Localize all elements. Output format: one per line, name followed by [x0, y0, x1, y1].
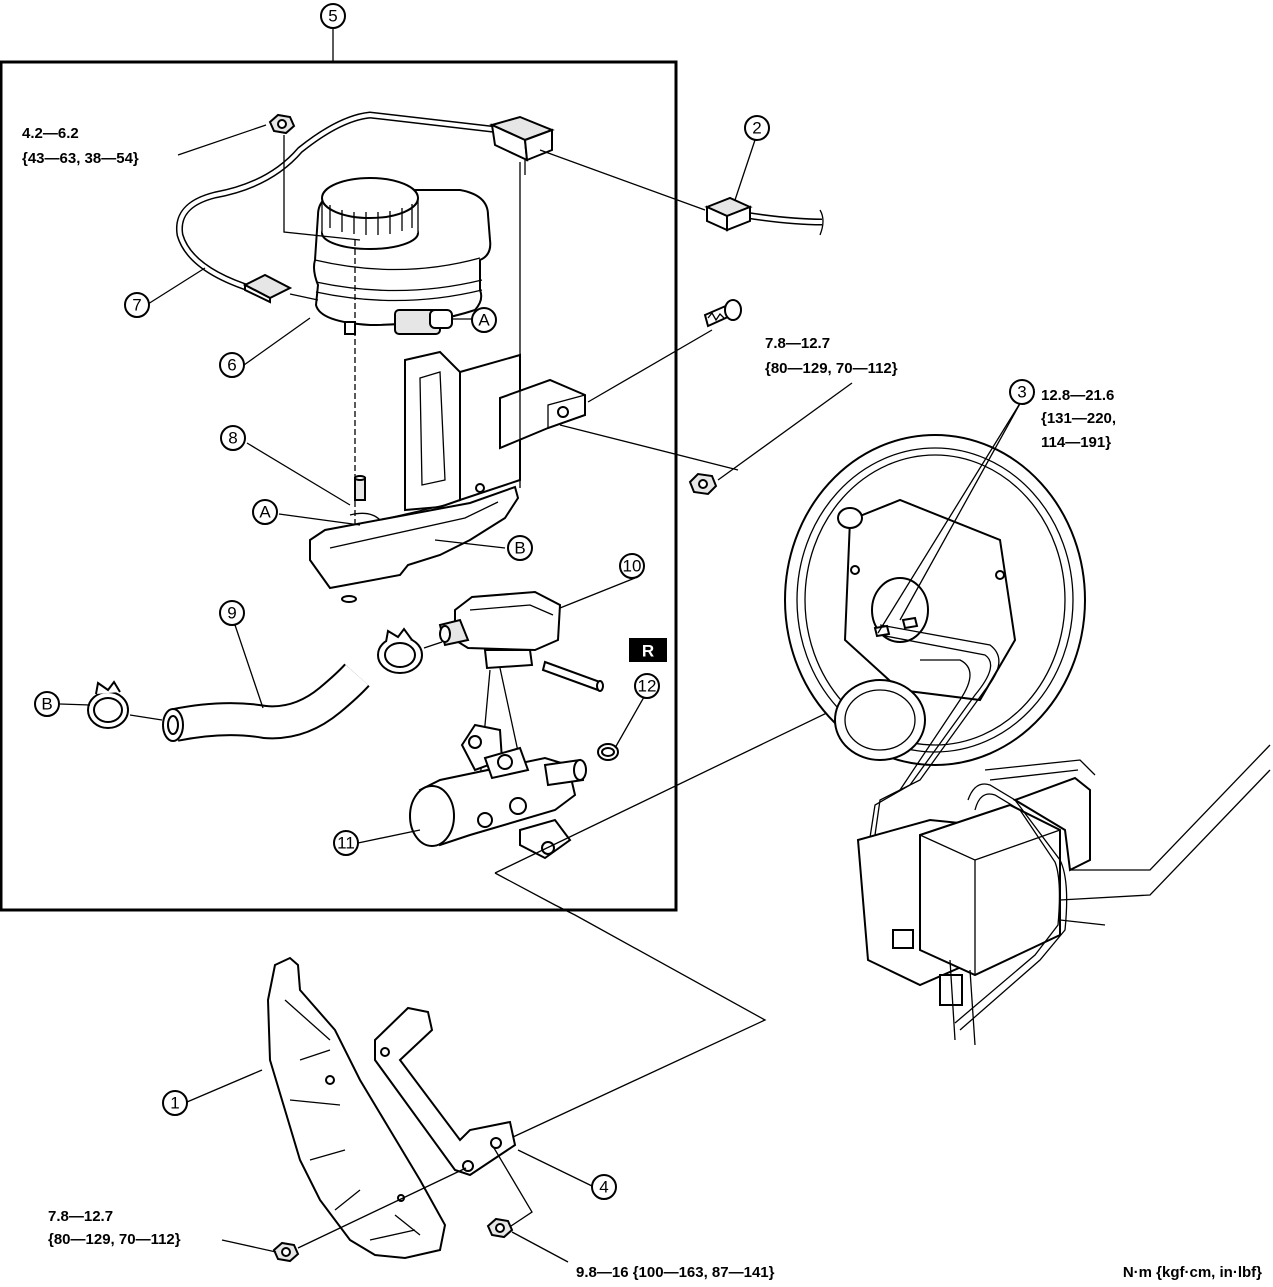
letter-b-bracket: B [507, 535, 533, 561]
bracket-nut [688, 472, 718, 496]
svg-text:B: B [41, 695, 52, 714]
hose-clamp-right [377, 627, 423, 674]
letter-a-bracket: A [252, 499, 278, 525]
callout-5: 5 [320, 3, 346, 29]
torque-cover-line1: 7.8—12.7 [48, 1208, 113, 1225]
svg-text:A: A [478, 311, 490, 330]
reservoir-bracket [309, 350, 586, 590]
torque-mount-line1: 9.8—16 {100—163, 87—141} [576, 1264, 775, 1281]
callout-7: 7 [124, 292, 150, 318]
assembly-frame [0, 60, 678, 912]
abs-hydraulic-unit [856, 744, 1271, 1046]
callout-9: 9 [219, 600, 245, 626]
svg-text:5: 5 [328, 7, 337, 26]
brake-booster [784, 434, 1086, 871]
o-ring [597, 743, 619, 761]
svg-text:7: 7 [132, 296, 141, 315]
callout-2: 2 [744, 115, 770, 141]
callout-8: 8 [220, 425, 246, 451]
master-cylinder [409, 723, 587, 860]
unit-legend: N·m {kgf·cm, in·lbf} [1123, 1264, 1262, 1281]
torque-pipe-line2: {131—220, [1041, 410, 1116, 427]
rhd-badge: R [629, 638, 667, 662]
reservoir-cap [321, 177, 419, 250]
connector-harness [704, 196, 824, 236]
svg-text:1: 1 [170, 1094, 179, 1113]
svg-text:2: 2 [752, 119, 761, 138]
svg-text:12: 12 [638, 677, 657, 696]
svg-text:10: 10 [623, 557, 642, 576]
svg-text:8: 8 [228, 429, 237, 448]
svg-text:B: B [514, 539, 525, 558]
callout-3: 3 [1009, 379, 1035, 405]
sensor-harness [175, 111, 555, 304]
cover-nut [272, 1241, 300, 1263]
torque-nut7-line1: 4.2—6.2 [22, 125, 79, 142]
svg-text:4: 4 [599, 1178, 608, 1197]
callout-11: 11 [333, 830, 359, 856]
torque-cover-line2: {80—129, 70—112} [48, 1231, 181, 1248]
torque-nut7-line2: {43—63, 38—54} [22, 150, 139, 167]
svg-text:A: A [259, 503, 271, 522]
torque-bracket-line1: 7.8—12.7 [765, 335, 830, 352]
reservoir-hose [162, 663, 370, 742]
pressure-sensor [438, 590, 604, 692]
svg-text:R: R [642, 642, 654, 661]
svg-text:9: 9 [227, 604, 236, 623]
torque-pipe-line3: 114—191} [1041, 434, 1111, 451]
svg-text:11: 11 [337, 834, 355, 853]
torque-bracket-line2: {80—129, 70—112} [765, 360, 898, 377]
callout-4: 4 [591, 1174, 617, 1200]
letter-a-reservoir: A [471, 307, 497, 333]
callout-1: 1 [162, 1090, 188, 1116]
svg-text:6: 6 [227, 356, 236, 375]
callout-10: 10 [619, 553, 645, 579]
callout-6: 6 [219, 352, 245, 378]
torque-pipe-line1: 12.8—21.6 [1041, 387, 1114, 404]
hose-clamp-left [87, 680, 129, 729]
bracket-bolt [703, 299, 742, 328]
pedal-cover [266, 956, 447, 1260]
mount-nut [486, 1217, 514, 1239]
callout-12: 12 [634, 673, 660, 699]
svg-text:3: 3 [1017, 383, 1026, 402]
letter-b-hose: B [34, 691, 60, 717]
reservoir-nut [268, 113, 296, 135]
